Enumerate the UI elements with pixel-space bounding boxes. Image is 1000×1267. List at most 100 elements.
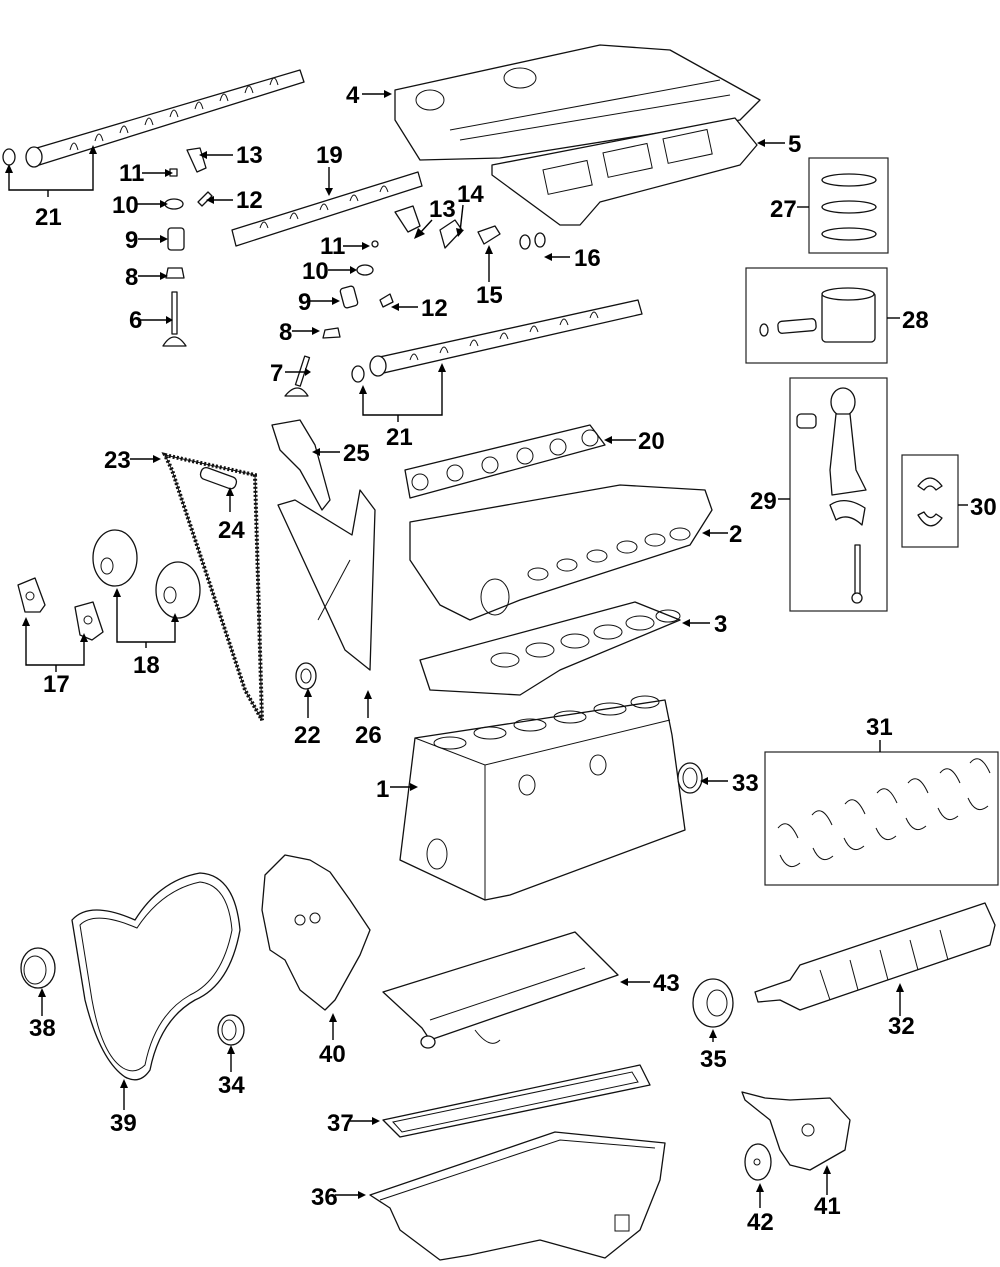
callout-23[interactable]: 23 xyxy=(104,447,131,474)
lash-adjuster-part-2[interactable] xyxy=(379,293,394,308)
callout-29[interactable]: 29 xyxy=(750,488,777,515)
callout-19[interactable]: 19 xyxy=(316,142,343,169)
callout-25[interactable]: 25 xyxy=(343,440,370,467)
crank-sprocket[interactable] xyxy=(295,662,317,690)
callout-18[interactable]: 18 xyxy=(133,652,160,679)
callout-31[interactable]: 31 xyxy=(866,714,893,741)
callout-16[interactable]: 16 xyxy=(574,245,601,272)
callout-13-b[interactable]: 13 xyxy=(429,196,456,223)
callout-33[interactable]: 33 xyxy=(732,770,759,797)
valve-seal-part-2[interactable] xyxy=(322,327,341,339)
callout-32[interactable]: 32 xyxy=(888,1013,915,1040)
callout-10-b[interactable]: 10 xyxy=(302,258,329,285)
callout-39[interactable]: 39 xyxy=(110,1110,137,1137)
return-spring-part[interactable] xyxy=(519,232,546,250)
oil-pump-gear[interactable] xyxy=(744,1143,772,1181)
callout-9[interactable]: 9 xyxy=(125,227,138,254)
rocker-arm-part-2[interactable] xyxy=(394,205,421,233)
engine-block[interactable] xyxy=(399,695,686,901)
sprocket-plate-1[interactable] xyxy=(17,577,46,613)
callout-1[interactable]: 1 xyxy=(376,776,389,803)
valve-keeper-part-2[interactable] xyxy=(371,240,379,248)
connecting-rod[interactable] xyxy=(796,387,867,604)
callout-6[interactable]: 6 xyxy=(129,307,142,334)
valve-seal-part[interactable] xyxy=(165,267,185,279)
head-gasket[interactable] xyxy=(419,601,681,696)
main-bearings[interactable] xyxy=(777,758,991,868)
valve-cover-gasket[interactable] xyxy=(491,117,758,226)
oil-pump-sprocket[interactable] xyxy=(20,947,56,989)
callout-13[interactable]: 13 xyxy=(236,142,263,169)
lever-part[interactable] xyxy=(477,225,501,245)
vibration-damper[interactable] xyxy=(692,978,734,1028)
camshaft-exhaust[interactable] xyxy=(369,299,643,377)
crankshaft[interactable] xyxy=(754,902,996,1011)
callout-27[interactable]: 27 xyxy=(770,196,797,223)
callout-20[interactable]: 20 xyxy=(638,428,665,455)
callout-37[interactable]: 37 xyxy=(327,1110,354,1137)
sprocket-plate-2[interactable] xyxy=(74,601,104,641)
camshaft-seal-ring-2[interactable] xyxy=(351,365,365,383)
spring-retainer-part-2[interactable] xyxy=(356,264,374,276)
front-seal[interactable] xyxy=(217,1014,245,1046)
callout-12[interactable]: 12 xyxy=(236,187,263,214)
callout-10[interactable]: 10 xyxy=(112,192,139,219)
rocker-arm-part[interactable] xyxy=(186,147,207,173)
callout-4[interactable]: 4 xyxy=(346,82,360,109)
cylinder-head[interactable] xyxy=(409,484,713,621)
callout-14[interactable]: 14 xyxy=(457,181,484,208)
camshaft-adjuster-1[interactable] xyxy=(92,529,138,587)
callout-21[interactable]: 21 xyxy=(35,204,62,231)
oil-pan[interactable] xyxy=(369,1131,666,1261)
piston-rings[interactable] xyxy=(821,173,877,241)
windage-tray[interactable] xyxy=(382,931,619,1049)
lash-adjuster-part[interactable] xyxy=(197,191,213,207)
callout-17[interactable]: 17 xyxy=(43,671,70,698)
camshaft-intake[interactable] xyxy=(25,69,305,168)
callout-3[interactable]: 3 xyxy=(714,611,727,638)
callout-43[interactable]: 43 xyxy=(653,970,680,997)
callout-38[interactable]: 38 xyxy=(29,1015,56,1042)
camshaft-seal-ring[interactable] xyxy=(2,148,16,166)
eccentric-shaft[interactable] xyxy=(231,171,423,247)
camshaft-carrier[interactable] xyxy=(404,424,606,499)
chain-tensioner[interactable] xyxy=(199,466,238,490)
callout-26[interactable]: 26 xyxy=(355,722,382,749)
callout-8[interactable]: 8 xyxy=(125,264,138,291)
timing-cover[interactable] xyxy=(261,854,371,1011)
callout-36[interactable]: 36 xyxy=(311,1184,338,1211)
camshaft-adjuster-2[interactable] xyxy=(155,561,201,619)
callout-21-b[interactable]: 21 xyxy=(386,424,413,451)
callout-24[interactable]: 24 xyxy=(218,517,245,544)
callout-35[interactable]: 35 xyxy=(700,1046,727,1073)
tensioner-rail[interactable] xyxy=(277,489,376,671)
oil-pump[interactable] xyxy=(741,1091,851,1171)
callout-34[interactable]: 34 xyxy=(218,1072,245,1099)
rod-bearings[interactable] xyxy=(917,477,943,527)
oil-pump-chain[interactable] xyxy=(71,872,241,1081)
valve-spring-part[interactable] xyxy=(167,227,185,251)
exhaust-valve-part[interactable] xyxy=(284,355,311,397)
callout-15[interactable]: 15 xyxy=(476,282,503,309)
rear-main-seal[interactable] xyxy=(677,762,703,794)
callout-40[interactable]: 40 xyxy=(319,1041,346,1068)
callout-41[interactable]: 41 xyxy=(814,1193,841,1220)
callout-11[interactable]: 11 xyxy=(119,160,144,187)
valve-spring-part-2[interactable] xyxy=(339,285,359,309)
callout-8-b[interactable]: 8 xyxy=(279,319,292,346)
timing-chain[interactable] xyxy=(161,452,264,721)
oil-pan-gasket[interactable] xyxy=(382,1064,651,1138)
chain-guide[interactable] xyxy=(271,419,331,511)
intake-valve-part[interactable] xyxy=(162,291,187,347)
callout-30[interactable]: 30 xyxy=(970,494,997,521)
callout-28[interactable]: 28 xyxy=(902,307,929,334)
callout-12-b[interactable]: 12 xyxy=(421,295,448,322)
piston[interactable] xyxy=(759,287,876,343)
callout-5[interactable]: 5 xyxy=(788,131,801,158)
callout-11-b[interactable]: 11 xyxy=(320,233,345,260)
callout-7[interactable]: 7 xyxy=(270,360,283,387)
callout-2[interactable]: 2 xyxy=(729,521,742,548)
callout-9-b[interactable]: 9 xyxy=(298,289,311,316)
callout-42[interactable]: 42 xyxy=(747,1209,774,1236)
callout-22[interactable]: 22 xyxy=(294,722,321,749)
